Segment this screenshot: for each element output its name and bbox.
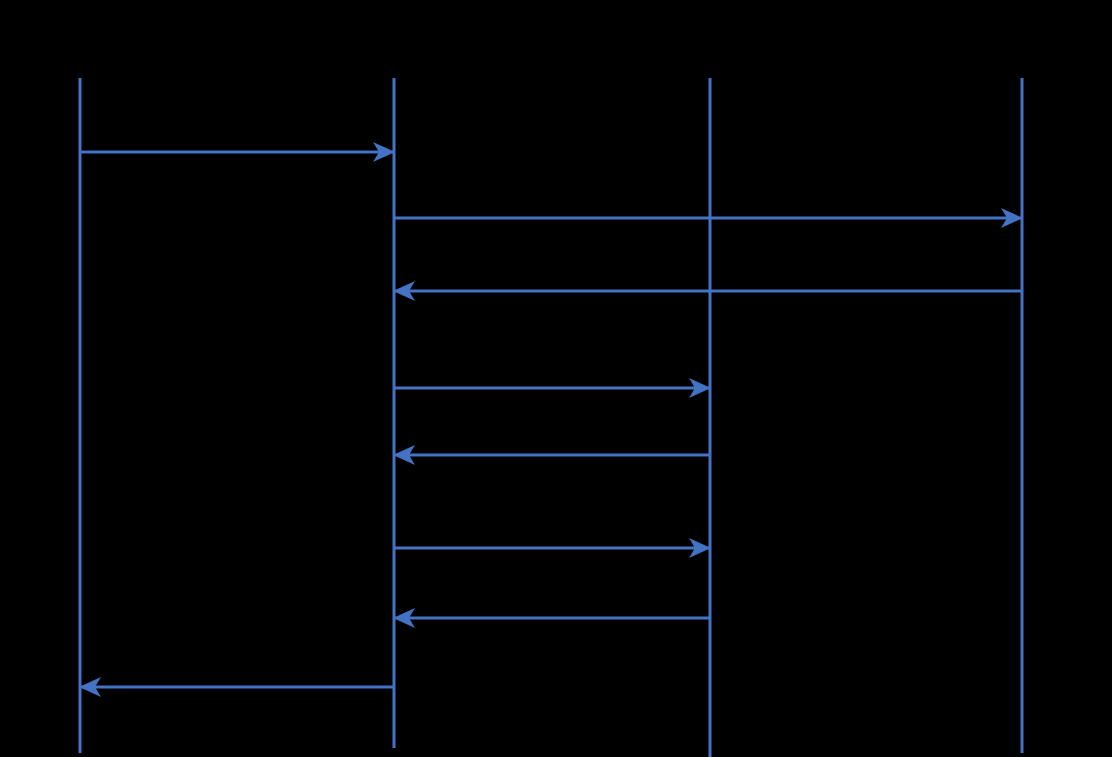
diagram-layer — [78, 78, 1024, 757]
